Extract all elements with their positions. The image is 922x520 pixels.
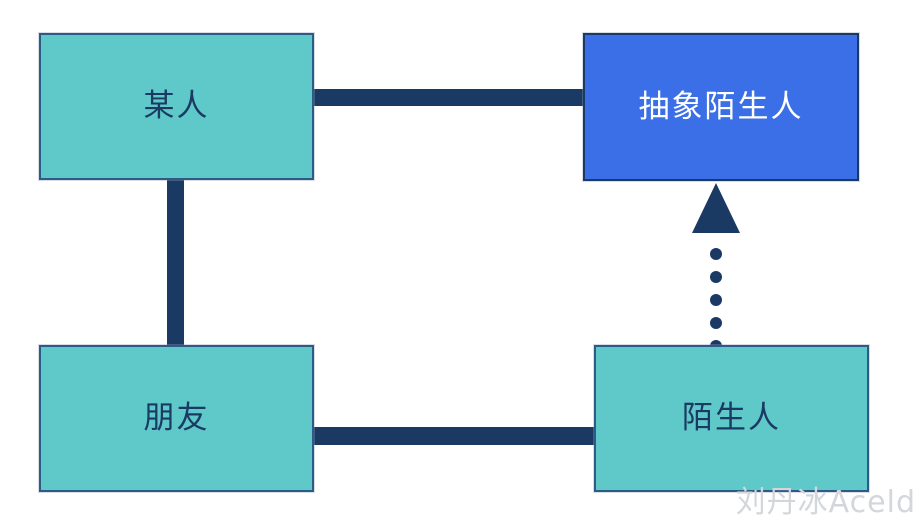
node-stranger[interactable]: 陌生人 [593, 344, 870, 493]
node-abstract-stranger-label: 抽象陌生人 [638, 88, 804, 125]
realization-dot [710, 317, 722, 329]
realization-dot [710, 248, 722, 260]
node-abstract-stranger[interactable]: 抽象陌生人 [582, 32, 860, 182]
edge-stranger-to-abstract-stranger-realization [690, 181, 742, 352]
edge-somebody-to-friend [167, 172, 184, 358]
node-friend-label: 朋友 [143, 400, 210, 436]
node-somebody[interactable]: 某人 [38, 32, 315, 181]
node-friend[interactable]: 朋友 [38, 344, 315, 493]
edge-friend-to-stranger [308, 427, 611, 445]
node-somebody-label: 某人 [143, 88, 210, 124]
realization-arrowhead-icon [692, 183, 740, 233]
node-stranger-label: 陌生人 [682, 400, 781, 436]
realization-dot [710, 271, 722, 283]
realization-dot [710, 294, 722, 306]
edge-somebody-to-abstract-stranger [308, 89, 589, 106]
watermark: 刘丹冰Aceld [735, 485, 916, 520]
